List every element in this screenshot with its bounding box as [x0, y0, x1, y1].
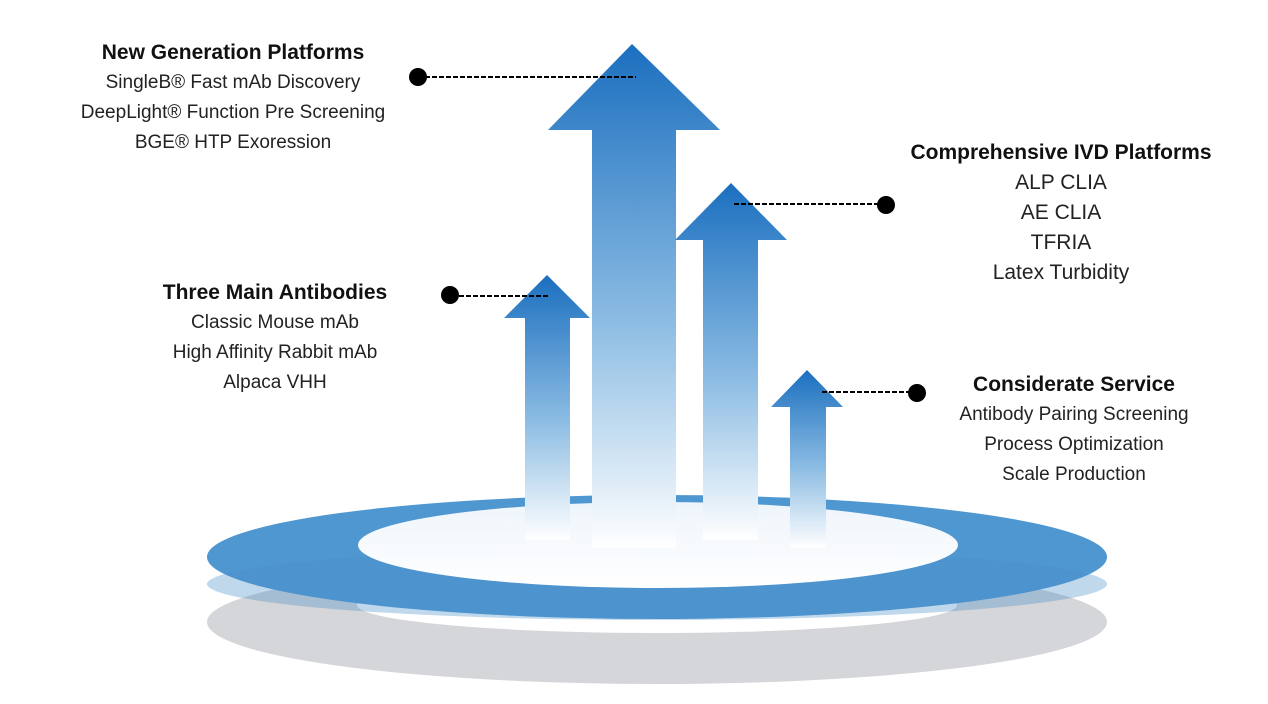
- connector-dot: [409, 68, 427, 86]
- group-new-generation-platforms: New Generation Platforms SingleB® Fast m…: [30, 38, 436, 158]
- arrow-new-generation-platforms: [548, 44, 720, 548]
- connector-dot: [908, 384, 926, 402]
- connector-new-generation: [409, 68, 636, 86]
- group-item: Antibody Pairing Screening: [959, 404, 1189, 425]
- group-considerate-service: Considerate Service Antibody Pairing Scr…: [930, 370, 1218, 490]
- group-title: New Generation Platforms: [101, 41, 365, 64]
- arrow-three-main-antibodies: [504, 275, 590, 540]
- group-item: SingleB® Fast mAb Discovery: [105, 72, 361, 93]
- group-item: AE CLIA: [1020, 201, 1102, 224]
- group-comprehensive-ivd-platforms: Comprehensive IVD Platforms ALP CLIA AE …: [880, 138, 1242, 288]
- group-item: Alpaca VHH: [223, 372, 327, 393]
- group-title: Considerate Service: [973, 373, 1175, 396]
- connector-ivd: [734, 196, 895, 214]
- group-item: TFRIA: [1030, 231, 1092, 254]
- group-item: ALP CLIA: [1015, 171, 1107, 194]
- group-item: Latex Turbidity: [992, 261, 1130, 284]
- group-three-main-antibodies: Three Main Antibodies Classic Mouse mAb …: [120, 278, 430, 398]
- group-item: High Affinity Rabbit mAb: [172, 342, 378, 363]
- group-title: Three Main Antibodies: [162, 281, 388, 304]
- connector-dot: [441, 286, 459, 304]
- group-item: Process Optimization: [984, 434, 1164, 455]
- connector-dot: [877, 196, 895, 214]
- connector-service: [822, 384, 926, 402]
- platform-ring: [207, 495, 1107, 620]
- group-item: Scale Production: [1002, 464, 1146, 485]
- group-item: BGE® HTP Exoression: [134, 132, 332, 153]
- connector-three-main: [441, 286, 548, 304]
- group-item: Classic Mouse mAb: [191, 312, 359, 333]
- group-item: DeepLight® Function Pre Screening: [80, 102, 386, 123]
- arrow-comprehensive-ivd-platforms: [675, 183, 787, 540]
- group-title: Comprehensive IVD Platforms: [910, 141, 1212, 164]
- arrow-considerate-service: [771, 370, 843, 548]
